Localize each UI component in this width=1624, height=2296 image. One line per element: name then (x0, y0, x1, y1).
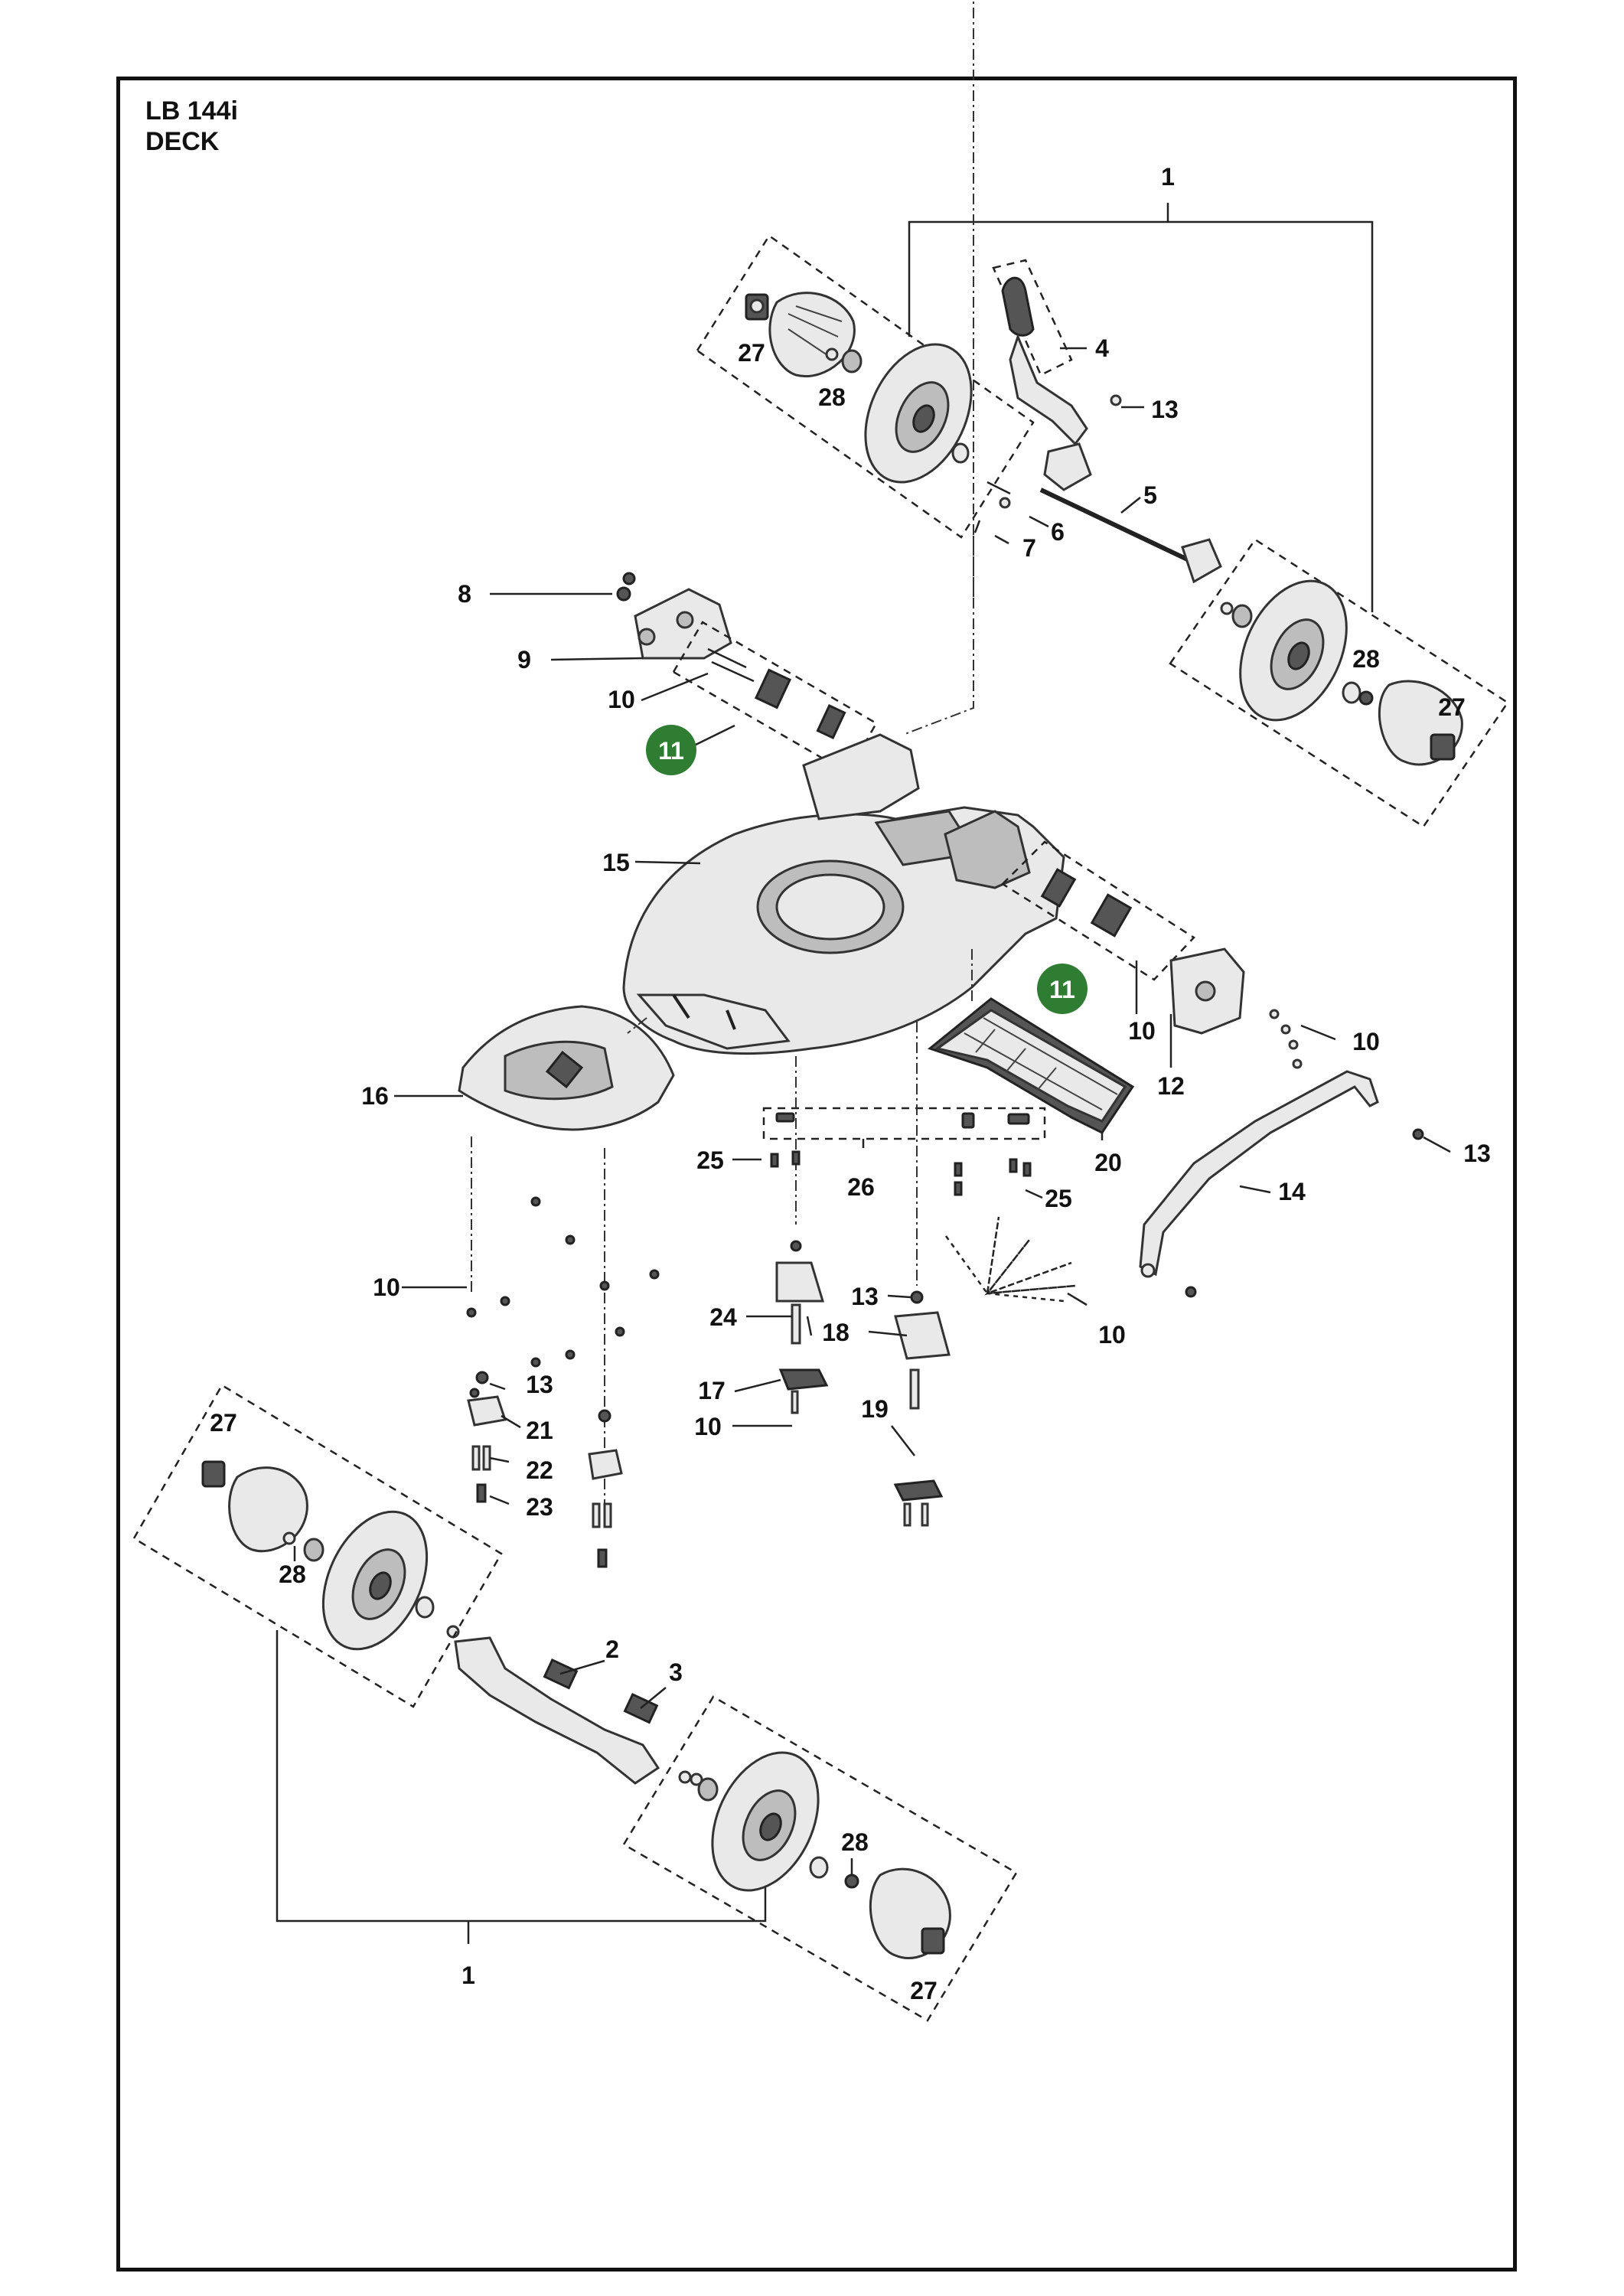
callout-8: 8 (458, 580, 471, 608)
callout-4: 4 (1095, 334, 1109, 362)
callout-20: 20 (1094, 1149, 1122, 1176)
wheel-group-top-left (696, 234, 1035, 539)
wheel-group-right (1169, 538, 1509, 828)
callout-28-d: 28 (841, 1828, 869, 1856)
wheel-lock-clip-icon (745, 293, 769, 321)
washer-icon (951, 442, 970, 464)
callout-10-f: 10 (1098, 1321, 1126, 1349)
callout-10-d: 10 (373, 1274, 400, 1301)
callout-28-b: 28 (1352, 645, 1380, 673)
callout-25-a: 25 (696, 1146, 724, 1174)
callout-10-b: 10 (1128, 1017, 1156, 1045)
callout-10-e: 10 (694, 1413, 722, 1440)
parts-kit-box (762, 1107, 1046, 1140)
callout-21: 21 (526, 1417, 553, 1444)
assembly-bracket-top (908, 203, 1374, 612)
callout-13-c: 13 (526, 1371, 553, 1398)
wheel-group-bottom-right (622, 1695, 1018, 2022)
callout-10-a: 10 (608, 686, 635, 713)
callout-25-b: 25 (1045, 1185, 1072, 1212)
front-flap (458, 1005, 675, 1131)
callout-13-a: 13 (1151, 396, 1179, 423)
callout-6: 6 (1051, 518, 1065, 546)
callout-28-c: 28 (279, 1561, 306, 1588)
callout-11-b: 11 (1049, 976, 1075, 1003)
callout-27-d: 27 (910, 1977, 938, 2004)
callout-18: 18 (822, 1319, 850, 1346)
callout-11-b-badge: 11 (1037, 964, 1088, 1014)
callout-27-c: 27 (210, 1409, 237, 1437)
callout-22: 22 (526, 1456, 553, 1484)
callout-27-b: 27 (1438, 693, 1466, 721)
deck-mount-parts (775, 1240, 951, 1527)
callout-26: 26 (847, 1173, 875, 1201)
callout-labels: 1 1 2 3 4 5 6 7 8 9 10 10 10 10 10 10 11… (210, 163, 1491, 2004)
callout-13-b: 13 (1463, 1140, 1491, 1167)
callout-27-a: 27 (738, 339, 765, 367)
callout-3: 3 (669, 1658, 683, 1686)
section-title: DECK (145, 127, 220, 156)
callout-5: 5 (1143, 481, 1157, 509)
assembly-center-lines (471, 0, 974, 1523)
small-fasteners (775, 1112, 1030, 1129)
callout-17: 17 (698, 1377, 726, 1404)
callout-28-a: 28 (818, 383, 846, 411)
callout-16: 16 (361, 1082, 389, 1110)
callout-1-bottom: 1 (461, 1962, 475, 1989)
callout-7: 7 (1022, 534, 1036, 562)
diagram-frame (116, 77, 1517, 2272)
callout-1-top: 1 (1161, 163, 1175, 191)
rear-height-bracket (1001, 840, 1303, 1069)
washer-icon (825, 347, 863, 373)
grille-screws (770, 1150, 1076, 1303)
callout-24: 24 (709, 1303, 737, 1331)
callout-2: 2 (605, 1636, 619, 1663)
callout-15: 15 (602, 849, 630, 876)
assembly-bracket-bottom (276, 1630, 767, 1944)
bumper-handle (1139, 1070, 1424, 1298)
wheel-icon (864, 343, 973, 484)
height-adjust-lever (992, 259, 1122, 491)
flap-hinge-parts (467, 1371, 623, 1568)
front-height-bracket (578, 572, 878, 775)
callout-23: 23 (526, 1493, 553, 1521)
flap-screws (466, 1196, 660, 1398)
callout-11-a-badge: 11 (646, 725, 696, 775)
mower-deck (622, 733, 1065, 1055)
rear-grille (927, 997, 1135, 1134)
callout-13-d: 13 (851, 1283, 879, 1310)
rear-axle (973, 481, 1222, 584)
callout-19: 19 (861, 1395, 889, 1423)
front-axle (446, 1625, 703, 1786)
callout-9: 9 (517, 646, 531, 673)
callout-12: 12 (1157, 1072, 1185, 1100)
callout-14: 14 (1278, 1178, 1306, 1205)
callout-11-a: 11 (658, 737, 684, 765)
model-title: LB 144i (145, 96, 238, 126)
wheel-group-bottom-left (132, 1384, 503, 1708)
callout-10-c: 10 (1352, 1028, 1380, 1055)
